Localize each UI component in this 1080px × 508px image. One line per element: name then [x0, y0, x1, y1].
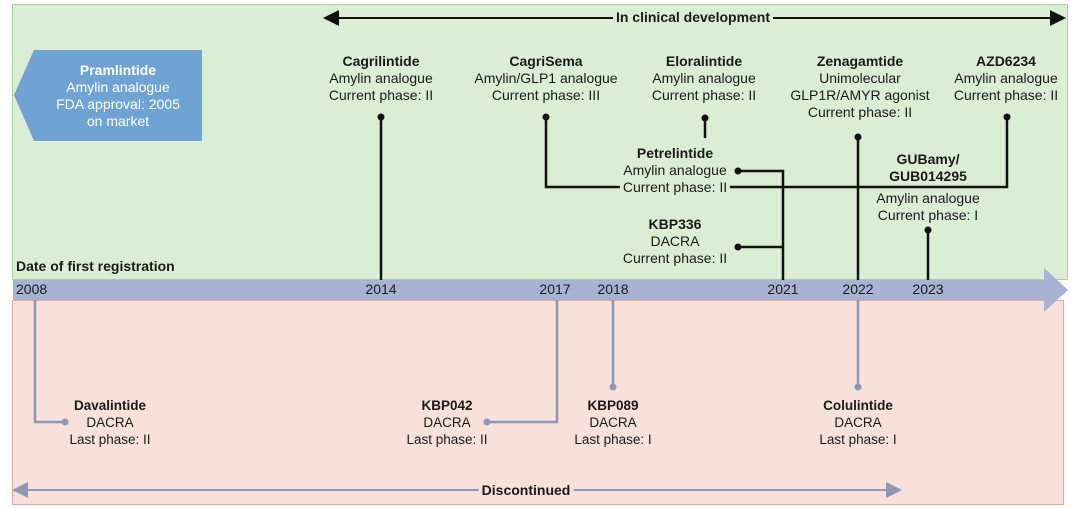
drug-type: Amylin analogue	[652, 70, 756, 86]
drug-cagrisema: CagriSema Amylin/GLP1 analogue Current p…	[474, 53, 617, 104]
drug-type: Unimolecular	[819, 70, 901, 86]
discontinued-header: Discontinued	[478, 482, 574, 498]
drug-phase: Last phase: I	[574, 432, 652, 447]
year-2022: 2022	[842, 281, 874, 297]
drug-name: KBP042	[421, 398, 473, 413]
year-2021: 2021	[767, 281, 799, 297]
drug-type: DACRA	[834, 415, 882, 430]
drug-type: Amylin analogue	[66, 78, 170, 95]
drug-phase: Current phase: III	[491, 87, 601, 103]
drug-name: GUBamy/	[896, 151, 960, 167]
drug-colulintide: Colulintide DACRA Last phase: I	[819, 397, 896, 448]
discontinued-region	[12, 300, 1064, 505]
drug-phase: Current phase: I	[877, 207, 979, 223]
drug-type: Amylin/GLP1 analogue	[474, 70, 618, 86]
year-2017: 2017	[539, 281, 571, 297]
drug-davalintide: Davalintide DACRA Last phase: II	[69, 397, 150, 448]
drug-azd6234: AZD6234 Amylin analogue Current phase: I…	[954, 53, 1058, 104]
market-status: on market	[86, 112, 150, 129]
timeline-axis-arrow	[13, 268, 1068, 312]
drug-kbp089: KBP089 DACRA Last phase: I	[574, 397, 651, 448]
year-2018: 2018	[597, 281, 629, 297]
drug-name: Zenagamtide	[816, 53, 904, 69]
drug-phase: Current phase: II	[619, 179, 731, 196]
drug-kbp336: KBP336 DACRA Current phase: II	[623, 216, 727, 267]
drug-phase: Current phase: II	[328, 87, 434, 103]
drug-phase: Last phase: II	[69, 432, 151, 447]
connector-petrelintide	[738, 169, 785, 280]
axis-label: Date of first registration	[16, 258, 175, 274]
connector-kbp042	[487, 300, 559, 424]
drug-name: Pramlintide	[79, 61, 157, 78]
drug-name: Eloralintide	[665, 53, 743, 69]
drug-cagrilintide: Cagrilintide Amylin analogue Current pha…	[329, 53, 433, 104]
drug-name: KBP089	[587, 398, 639, 413]
drug-type: Amylin analogue	[623, 162, 727, 178]
drug-name: Colulintide	[823, 398, 893, 413]
drug-name: Cagrilintide	[342, 53, 420, 69]
drug-phase: Last phase: I	[819, 432, 897, 447]
drug-type: Amylin analogue	[876, 190, 980, 206]
drug-type: DACRA	[650, 233, 700, 249]
drug-petrelintide: Petrelintide Amylin analogue Current pha…	[619, 145, 731, 196]
drug-type-detail: GLP1R/AMYR agonist	[790, 87, 930, 103]
drug-name: KBP336	[648, 216, 702, 232]
drug-name: AZD6234	[976, 53, 1036, 69]
drug-type: DACRA	[589, 415, 637, 430]
drug-phase: Current phase: II	[651, 87, 757, 103]
drug-phase: Current phase: II	[953, 87, 1059, 103]
drug-type: DACRA	[86, 415, 134, 430]
year-2008: 2008	[16, 281, 48, 297]
approved-drug-box: Pramlintide Amylin analogue FDA approval…	[34, 50, 202, 141]
approval-info: FDA approval: 2005	[56, 95, 180, 112]
drug-name-code: GUB014295	[876, 168, 980, 185]
drug-phase: Current phase: II	[807, 104, 913, 120]
drug-type: Amylin analogue	[954, 70, 1058, 86]
drug-type: Amylin analogue	[329, 70, 433, 86]
approved-drug-box-tip	[14, 50, 34, 141]
drug-type: DACRA	[423, 415, 471, 430]
year-2014: 2014	[365, 281, 397, 297]
drug-name: CagriSema	[509, 53, 583, 69]
development-header: In clinical development	[612, 9, 774, 25]
year-2023: 2023	[912, 281, 944, 297]
drug-name: Petrelintide	[636, 145, 714, 161]
drug-name: Davalintide	[73, 398, 147, 413]
drug-phase: Current phase: II	[622, 250, 728, 266]
connector-davalintide	[33, 300, 65, 424]
connector-cagrisema-azd6234	[544, 117, 1009, 189]
drug-zenagamtide: Zenagamtide Unimolecular GLP1R/AMYR agon…	[790, 53, 929, 121]
drug-gubamy: GUBamy/ GUB014295 Amylin analogue Curren…	[876, 151, 980, 224]
drug-kbp042: KBP042 DACRA Last phase: II	[406, 397, 487, 448]
drug-eloralintide: Eloralintide Amylin analogue Current pha…	[652, 53, 756, 104]
drug-phase: Last phase: II	[406, 432, 488, 447]
